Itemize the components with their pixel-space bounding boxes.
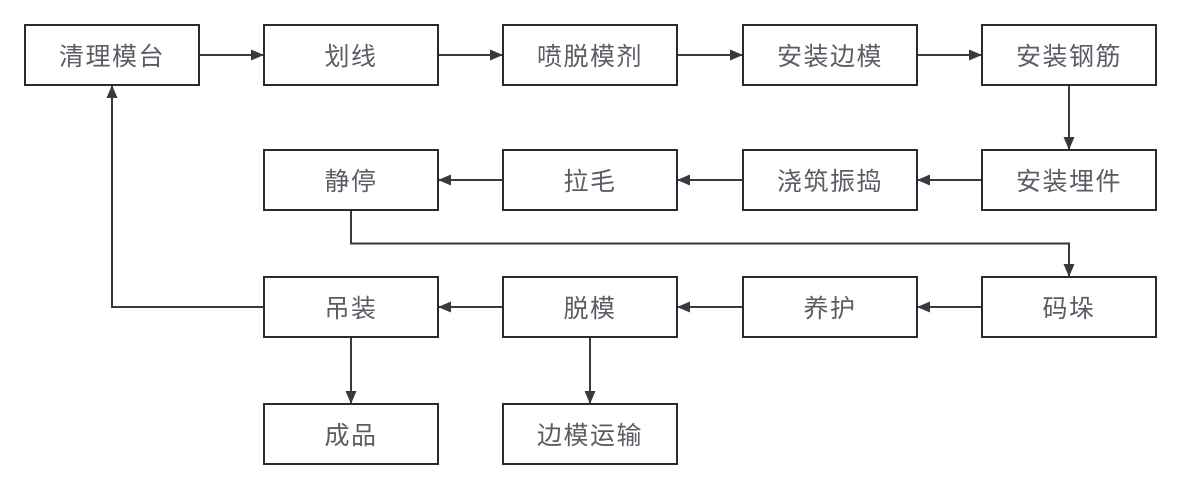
flow-node-stacking: 码垛 [981, 276, 1157, 338]
flow-node-resting: 静停 [263, 149, 439, 211]
flow-node-curing: 养护 [742, 276, 918, 338]
flow-node-install-rebar: 安装钢筋 [981, 24, 1157, 86]
flow-node-demolding: 脱模 [502, 276, 678, 338]
flow-node-roughening: 拉毛 [502, 149, 678, 211]
flow-node-install-embedded-parts: 安装埋件 [981, 149, 1157, 211]
flow-node-pouring-vibrating: 浇筑振捣 [742, 149, 918, 211]
flow-node-marking: 划线 [263, 24, 439, 86]
flow-node-lifting: 吊装 [263, 276, 439, 338]
flow-node-clean-mold-table: 清理模台 [24, 24, 200, 86]
flow-node-install-side-forms: 安装边模 [742, 24, 918, 86]
flow-node-side-form-transport: 边模运输 [502, 403, 678, 465]
flow-edge-lifting-to-clean-mold-table [106, 85, 263, 308]
flow-edge-resting-to-stacking [350, 211, 1075, 277]
flow-node-spray-release-agent: 喷脱模剂 [502, 24, 678, 86]
flow-node-finished-product: 成品 [263, 403, 439, 465]
